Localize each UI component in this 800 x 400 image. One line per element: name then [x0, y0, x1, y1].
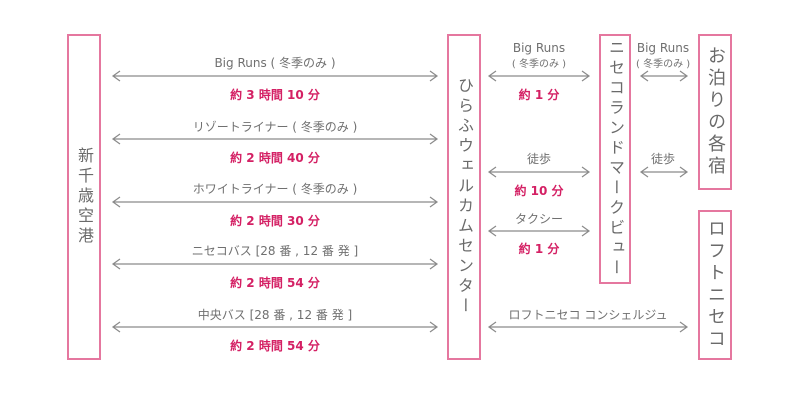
double-arrow-icon	[111, 133, 439, 145]
route-time: 約 2 時間 30 分	[230, 214, 320, 228]
double-arrow-icon	[111, 321, 439, 333]
double-arrow-icon	[487, 225, 591, 237]
route-label: 徒歩	[526, 152, 551, 166]
route-label: リゾートライナー ( 冬季のみ )	[192, 120, 358, 134]
route-time: 約 10 分	[514, 184, 564, 198]
node-label: ロフトニセコ	[705, 219, 726, 351]
double-arrow-icon	[487, 321, 689, 333]
node-label: ひらふウェルカムセンター	[455, 77, 474, 317]
route-label: ロフトニセコ コンシェルジュ	[508, 308, 668, 322]
route-label: タクシー	[514, 212, 563, 226]
node-label: お泊りの各宿	[705, 46, 726, 178]
route-label: ホワイトライナー ( 冬季のみ )	[192, 182, 358, 196]
node-loft-niseko: ロフトニセコ	[698, 210, 732, 360]
route-time: 約 2 時間 54 分	[230, 339, 320, 353]
double-arrow-icon	[487, 70, 591, 82]
route-sublabel: ( 冬季のみ )	[636, 59, 691, 70]
route-label: 徒歩	[650, 152, 675, 166]
node-label: ニセコランドマークビュー	[606, 39, 625, 279]
double-arrow-icon	[111, 70, 439, 82]
double-arrow-icon	[639, 70, 689, 82]
double-arrow-icon	[487, 166, 591, 178]
double-arrow-icon	[111, 196, 439, 208]
node-label: 新千歳空港	[75, 147, 94, 247]
double-arrow-icon	[111, 258, 439, 270]
route-time: 約 2 時間 40 分	[230, 151, 320, 165]
route-label: Big Runs ( 冬季のみ )	[214, 56, 336, 70]
node-accommodations: お泊りの各宿	[698, 34, 732, 190]
route-label: ニセコバス [28 番 , 12 番 発 ]	[191, 244, 359, 258]
node-new-chitose-airport: 新千歳空港	[67, 34, 101, 360]
node-hirafu-welcome-center: ひらふウェルカムセンター	[447, 34, 481, 360]
route-time: 約 1 分	[518, 242, 560, 256]
double-arrow-icon	[639, 166, 689, 178]
route-label: 中央バス [28 番 , 12 番 発 ]	[197, 308, 353, 322]
route-label: Big Runs	[636, 41, 690, 55]
route-label: Big Runs	[512, 41, 566, 55]
node-niseko-landmark-view: ニセコランドマークビュー	[599, 34, 631, 284]
route-sublabel: ( 冬季のみ )	[511, 59, 567, 70]
route-time: 約 3 時間 10 分	[230, 88, 320, 102]
route-time: 約 2 時間 54 分	[230, 276, 320, 290]
route-time: 約 1 分	[518, 88, 560, 102]
